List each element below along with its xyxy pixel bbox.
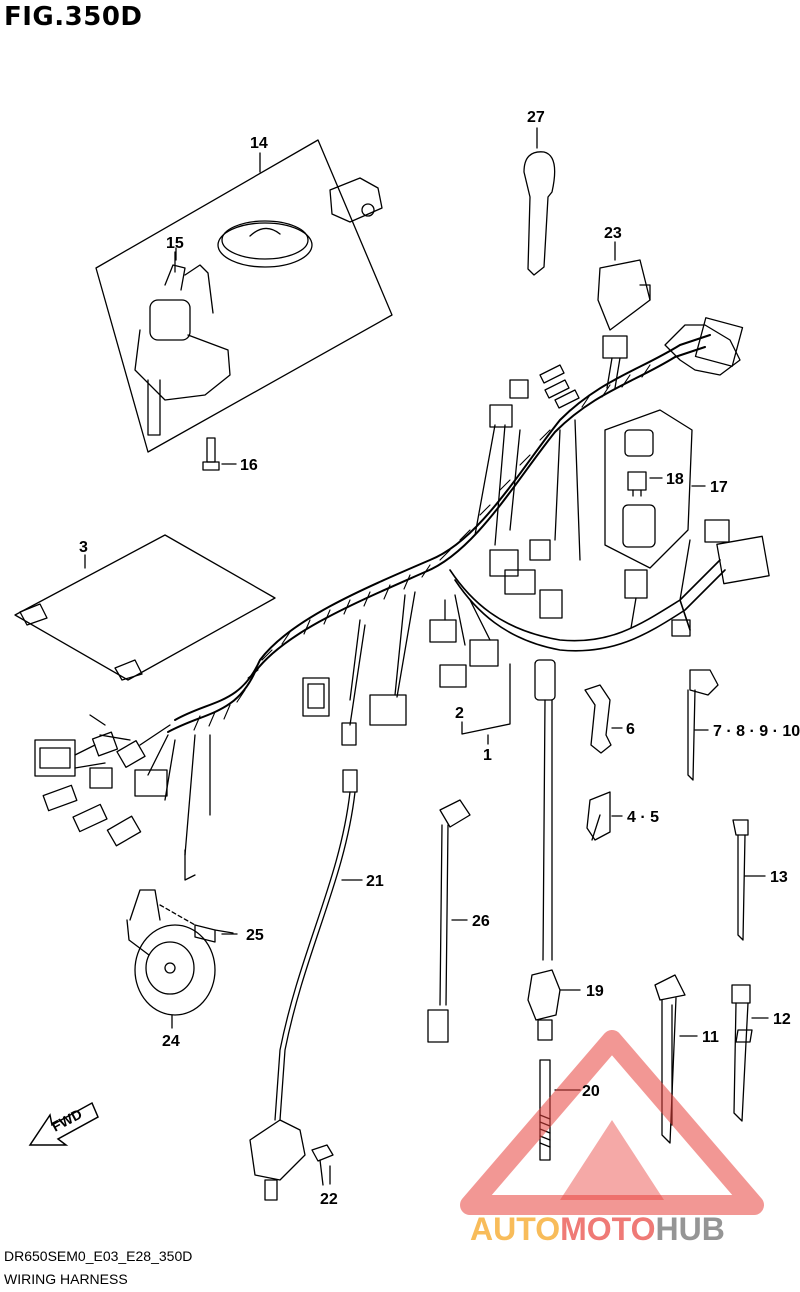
clamp-4-5 bbox=[586, 791, 623, 841]
callout-19: 19 bbox=[586, 983, 604, 1000]
callout-2: 2 bbox=[455, 705, 464, 722]
fuel-cap bbox=[217, 220, 313, 268]
watermark-logo bbox=[460, 1030, 764, 1215]
callout-11: 11 bbox=[702, 1029, 719, 1046]
callout-12: 12 bbox=[773, 1011, 791, 1028]
callout-20: 20 bbox=[582, 1083, 600, 1100]
watermark-part-hub: HUB bbox=[655, 1211, 724, 1247]
fwd-direction-arrow: FWD bbox=[28, 1101, 99, 1146]
screw-22 bbox=[311, 1144, 334, 1186]
callout-27: 27 bbox=[527, 109, 545, 126]
middle-connectors bbox=[302, 591, 499, 746]
callout-23: 23 bbox=[604, 225, 622, 242]
left-connector-cluster bbox=[34, 714, 211, 881]
callout-labels: 1 2 3 4 · 5 6 7 · 8 · 9 · 10 11 12 13 14… bbox=[79, 109, 800, 1208]
callout-17: 17 bbox=[710, 479, 728, 496]
screw-16 bbox=[202, 437, 237, 471]
cable-tie-12 bbox=[731, 984, 769, 1122]
callout-24: 24 bbox=[162, 1033, 180, 1050]
switch-21-lead bbox=[249, 769, 363, 1201]
sheet-3 bbox=[14, 534, 276, 681]
cable-tie-13 bbox=[732, 819, 766, 941]
right-connector-group bbox=[624, 519, 770, 637]
callout-18: 18 bbox=[666, 471, 684, 488]
callout-bracket-1-2 bbox=[461, 663, 511, 745]
callout-13: 13 bbox=[770, 869, 788, 886]
harness-wrap-marks bbox=[193, 364, 651, 731]
callout-14: 14 bbox=[250, 135, 268, 152]
relay-23 bbox=[597, 241, 651, 331]
callout-22: 22 bbox=[320, 1191, 338, 1208]
clamp-6 bbox=[584, 684, 623, 754]
ignition-kit-box bbox=[95, 139, 393, 453]
cable-tie-7-10 bbox=[687, 669, 719, 781]
callout-26: 26 bbox=[472, 913, 490, 930]
watermark-text: AUTOMOTOHUB bbox=[470, 1211, 725, 1247]
lead-26 bbox=[427, 799, 471, 1043]
model-code: DR650SEM0_E03_E28_350D bbox=[4, 1248, 193, 1264]
callout-15: 15 bbox=[166, 235, 184, 252]
bolt-25 bbox=[159, 904, 238, 943]
callout-21: 21 bbox=[366, 873, 384, 890]
fuse-box-group bbox=[604, 409, 706, 569]
harness-branch-right bbox=[449, 559, 726, 652]
key-27 bbox=[523, 127, 556, 276]
callout-4-5: 4 · 5 bbox=[627, 809, 659, 826]
callout-1: 1 bbox=[483, 747, 492, 764]
seat-lock bbox=[329, 177, 383, 223]
upper-connectors bbox=[474, 317, 744, 619]
watermark-part-auto: AUTO bbox=[470, 1211, 560, 1247]
ignition-switch bbox=[134, 251, 231, 436]
callout-16: 16 bbox=[240, 457, 258, 474]
figure-title: FIG.350D bbox=[4, 2, 143, 32]
sensor-19-lead bbox=[527, 659, 581, 1041]
watermark-part-moto: MOTO bbox=[560, 1211, 655, 1247]
svg-text:AUTOMOTOHUB: AUTOMOTOHUB bbox=[470, 1211, 725, 1247]
section-name: WIRING HARNESS bbox=[4, 1271, 128, 1287]
callout-3: 3 bbox=[79, 539, 88, 556]
callout-25: 25 bbox=[246, 927, 264, 944]
callout-7-10: 7 · 8 · 9 · 10 bbox=[713, 723, 800, 740]
callout-6: 6 bbox=[626, 721, 635, 738]
horn-24 bbox=[126, 889, 216, 1029]
